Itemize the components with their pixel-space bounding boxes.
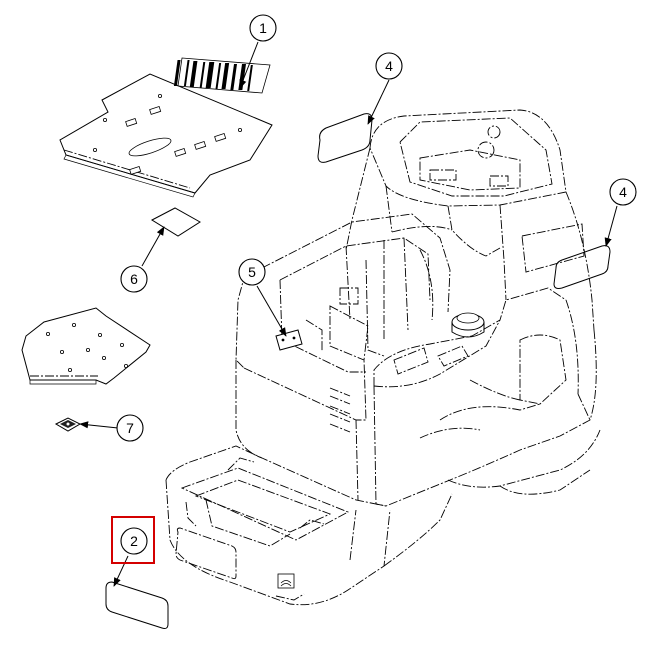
callout-4-left: 4 <box>375 52 403 80</box>
callout-2-highlight-box <box>111 516 155 564</box>
square-pad-part <box>150 207 201 237</box>
callout-7-label: 7 <box>126 420 134 436</box>
callout-1: 1 <box>249 14 277 42</box>
plate-part-5 <box>275 329 303 351</box>
lower-plate <box>21 307 151 385</box>
callout-7: 7 <box>116 414 144 442</box>
chip-part <box>54 417 82 432</box>
callout-5-label: 5 <box>248 264 256 280</box>
label-4-left <box>317 113 373 163</box>
callout-1-label: 1 <box>259 20 267 36</box>
callout-2-label: 2 <box>130 533 138 549</box>
leader-lines <box>79 41 618 587</box>
callout-6: 6 <box>120 265 148 293</box>
callout-4-right: 4 <box>609 178 637 206</box>
callout-6-label: 6 <box>130 271 138 287</box>
callout-5: 5 <box>238 258 266 286</box>
base-logo-icon <box>277 573 295 589</box>
callout-4-left-label: 4 <box>385 58 393 74</box>
machine-body <box>165 109 601 606</box>
top-cover-plate <box>59 73 273 198</box>
label-4-right <box>553 245 611 289</box>
label-2 <box>105 581 169 629</box>
barcode-label-part <box>173 57 271 94</box>
callout-4-right-label: 4 <box>619 184 627 200</box>
callout-2: 2 <box>120 527 148 555</box>
